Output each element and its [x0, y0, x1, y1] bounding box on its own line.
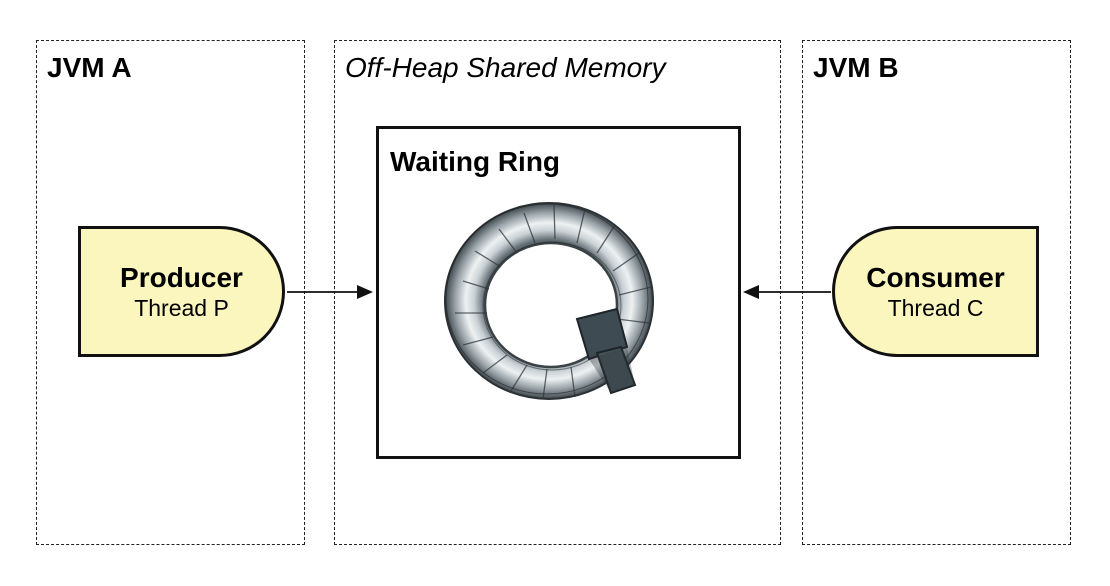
ring-buffer-icon [444, 202, 654, 400]
waiting-ring-box: Waiting Ring [376, 126, 741, 459]
producer-thread-node: Producer Thread P [78, 226, 285, 357]
consumer-subtitle: Thread C [887, 294, 984, 321]
producer-name: Producer [120, 261, 243, 293]
shared-memory-title: Off-Heap Shared Memory [345, 52, 666, 83]
waiting-ring-title: Waiting Ring [390, 146, 561, 177]
consumer-thread-node: Consumer Thread C [832, 226, 1039, 357]
consumer-name: Consumer [866, 261, 1005, 293]
clamp [575, 307, 637, 395]
jvm-a-title: JVM A [47, 52, 132, 83]
jvm-b-title: JVM B [813, 52, 899, 83]
producer-subtitle: Thread P [134, 294, 229, 321]
